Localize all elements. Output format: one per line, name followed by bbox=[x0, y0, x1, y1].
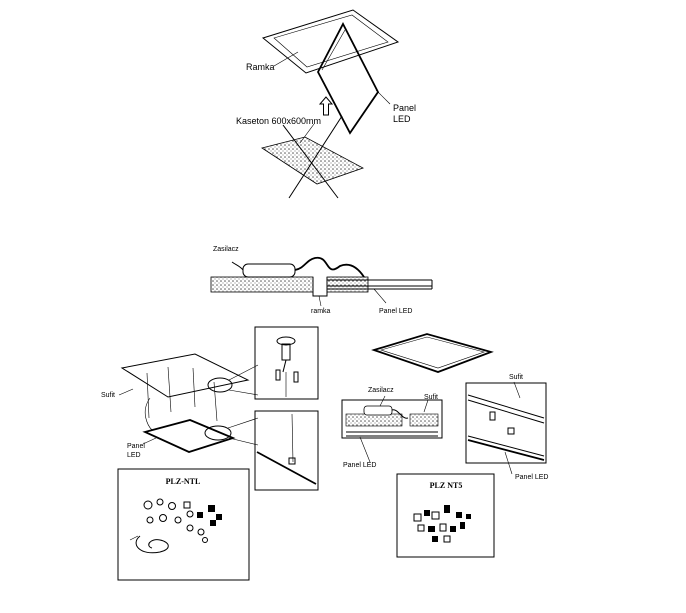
cross-section-view: Zasilacz ramka Panel LED bbox=[210, 246, 433, 315]
suspended-mount-view: Sufit Panel LED bbox=[101, 326, 319, 491]
sufit-right-1-label: Sufit bbox=[424, 394, 438, 401]
surface-mount-view: Zasilacz Sufit Panel LED Sufit Panel LED bbox=[341, 333, 548, 481]
led-left-label: LED bbox=[127, 452, 141, 459]
kit-left-title: PLZ-NTL bbox=[166, 477, 201, 486]
detail-box-power bbox=[341, 399, 443, 439]
ceiling-tile bbox=[261, 136, 364, 185]
kit-box-left: PLZ-NTL bbox=[117, 468, 250, 581]
suspended-panel bbox=[142, 419, 236, 453]
kit-box-right: PLZ NT5 bbox=[396, 473, 495, 558]
sufit-left-label: Sufit bbox=[101, 392, 115, 399]
power-supply bbox=[242, 263, 296, 278]
detail-circle-bottom bbox=[204, 425, 232, 441]
panel-left-label: Panel bbox=[127, 443, 145, 450]
surface-panel bbox=[371, 333, 494, 373]
detail-box-edge bbox=[465, 382, 547, 464]
detail-box-top bbox=[254, 326, 319, 400]
up-arrow-icon bbox=[318, 96, 334, 116]
panel-led-right-2-label: Panel LED bbox=[515, 474, 548, 481]
led-panel-tilted bbox=[316, 22, 380, 135]
zasilacz-label: Zasilacz bbox=[213, 246, 239, 253]
detail-box-bottom bbox=[254, 410, 319, 491]
mounting-parts-right bbox=[413, 505, 471, 543]
remove-tile-cross bbox=[282, 115, 343, 199]
panel-led-mid-label: Panel LED bbox=[379, 308, 412, 315]
ceiling-plane bbox=[120, 353, 250, 398]
kit-right-title: PLZ NT5 bbox=[430, 481, 463, 490]
zasilacz-right-label: Zasilacz bbox=[368, 387, 394, 394]
mounting-parts-left bbox=[129, 498, 222, 554]
top-exploded-view: Ramka Panel LED Kaseton 600x600mm bbox=[236, 9, 416, 199]
panel-led-right-1-label: Panel LED bbox=[343, 462, 376, 469]
ramka-label: Ramka bbox=[246, 62, 275, 72]
panel-label: Panel bbox=[393, 103, 416, 113]
ramka-mid-label: ramka bbox=[311, 308, 331, 315]
ceiling-frame bbox=[261, 9, 400, 74]
sufit-right-2-label: Sufit bbox=[509, 374, 523, 381]
ceiling-slab-mid bbox=[326, 276, 369, 293]
led-label: LED bbox=[393, 114, 411, 124]
detail-circle-top bbox=[207, 377, 233, 393]
ceiling-slab-left bbox=[210, 276, 314, 293]
kaseton-label: Kaseton 600x600mm bbox=[236, 116, 321, 126]
